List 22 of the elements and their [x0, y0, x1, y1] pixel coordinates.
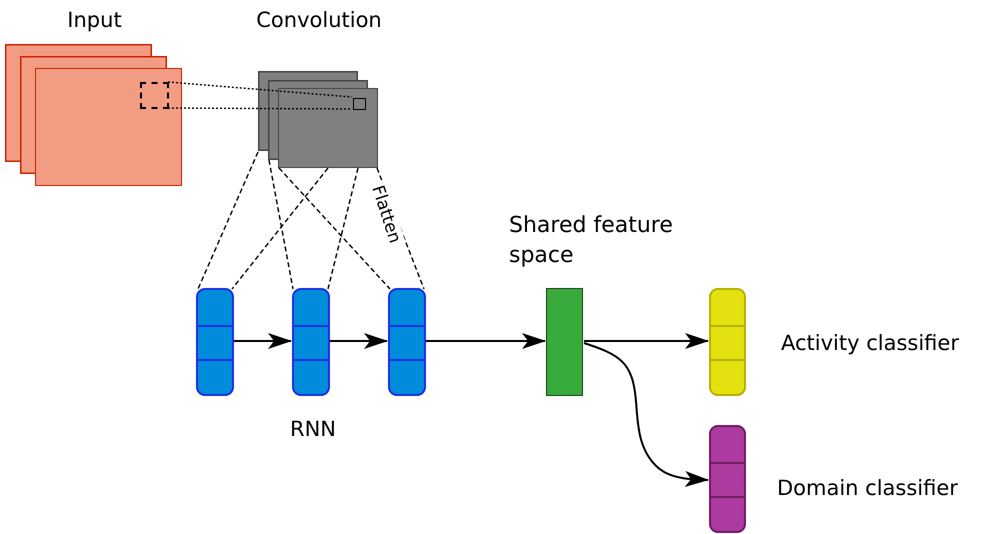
receptive-field-window — [140, 82, 169, 109]
caption-text: RNN — [288, 416, 337, 443]
rnn-cell — [196, 288, 234, 396]
dashed-connector — [197, 152, 259, 290]
dashed-connector — [327, 168, 359, 290]
dashed-connector — [231, 168, 329, 290]
rnn-cell — [388, 288, 426, 396]
output-unit-square — [353, 98, 366, 110]
title-text: Input — [66, 7, 123, 34]
caption-text: Activity classifier — [781, 330, 960, 357]
dashed-connector — [278, 168, 391, 290]
arrow — [330, 333, 388, 349]
arrow — [234, 333, 292, 349]
dashed-connector — [268, 160, 294, 290]
dashed-connector — [168, 107, 352, 110]
arrow — [426, 333, 546, 349]
arrow — [584, 342, 709, 488]
caption-text: Domain classifier — [777, 475, 959, 502]
arrow — [584, 333, 709, 349]
title-text: Shared feature space — [509, 212, 674, 270]
title-text: Convolution — [255, 7, 383, 34]
dashed-connector — [168, 81, 352, 98]
